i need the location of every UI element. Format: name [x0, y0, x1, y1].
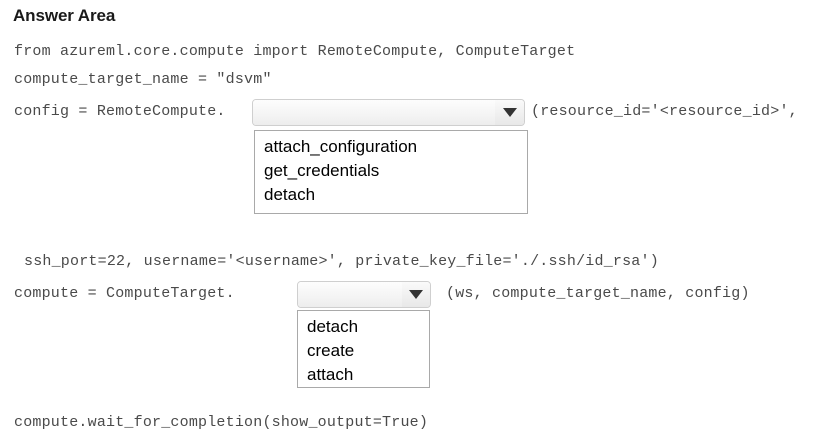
remote-compute-method-dropdown-toggle[interactable] [495, 100, 524, 125]
list-item[interactable]: attach_configuration [264, 137, 418, 156]
remote-compute-method-option-list[interactable]: attach_configuration get_credentials det… [254, 130, 528, 214]
list-item[interactable]: detach [307, 317, 359, 336]
compute-target-method-option-list[interactable]: detach create attach [297, 310, 430, 388]
list-item[interactable]: create [307, 341, 355, 360]
list-item[interactable]: get_credentials [264, 161, 380, 180]
code-line-compute-prefix: compute = ComputeTarget. [14, 285, 235, 302]
code-line-compute-target-name: compute_target_name = "dsvm" [14, 71, 272, 88]
code-line-import: from azureml.core.compute import RemoteC… [14, 43, 576, 60]
code-line-compute-suffix: (ws, compute_target_name, config) [446, 285, 750, 302]
compute-target-method-dropdown-toggle[interactable] [402, 282, 430, 307]
remote-compute-method-dropdown-value[interactable] [253, 100, 497, 125]
list-item[interactable]: attach [307, 365, 354, 384]
chevron-down-icon [409, 290, 423, 299]
chevron-down-icon [502, 108, 517, 117]
page-title: Answer Area [13, 6, 116, 25]
code-line-wait-for-completion: compute.wait_for_completion(show_output=… [14, 414, 429, 431]
compute-target-method-dropdown[interactable] [297, 281, 431, 308]
code-line-config-prefix: config = RemoteCompute. [14, 103, 226, 120]
code-line-config-suffix: (resource_id='<resource_id>', [531, 103, 798, 120]
compute-target-method-dropdown-value[interactable] [298, 282, 404, 307]
code-line-ssh-params: ssh_port=22, username='<username>', priv… [24, 253, 659, 270]
remote-compute-method-dropdown[interactable] [252, 99, 525, 126]
list-item[interactable]: detach [264, 185, 316, 204]
